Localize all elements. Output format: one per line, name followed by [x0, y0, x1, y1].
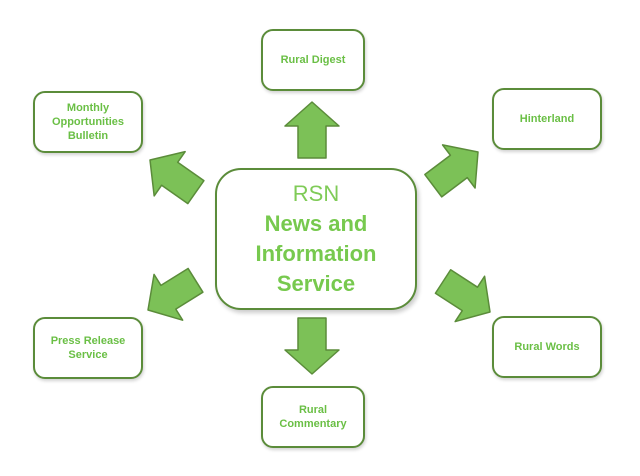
node-rural-digest: Rural Digest	[261, 29, 365, 91]
arrow-down-left-icon	[132, 256, 211, 334]
node-press-release-service: Press Release Service	[33, 317, 143, 379]
node-monthly-opportunities-bulletin: Monthly Opportunities Bulletin	[33, 91, 143, 153]
center-title-rsn: RSN	[292, 181, 340, 206]
arrow-down-icon	[284, 317, 340, 375]
center-node-rsn-news: RSN News and Information Service	[215, 168, 417, 310]
arrow-up-icon	[284, 101, 340, 159]
node-rural-words: Rural Words	[492, 316, 602, 378]
arrow-up-left-icon	[133, 137, 213, 215]
node-hinterland: Hinterland	[492, 88, 602, 150]
center-title-main: News and Information Service	[255, 211, 377, 296]
node-rural-commentary: Rural Commentary	[261, 386, 365, 448]
arrow-up-right-icon	[416, 129, 495, 209]
